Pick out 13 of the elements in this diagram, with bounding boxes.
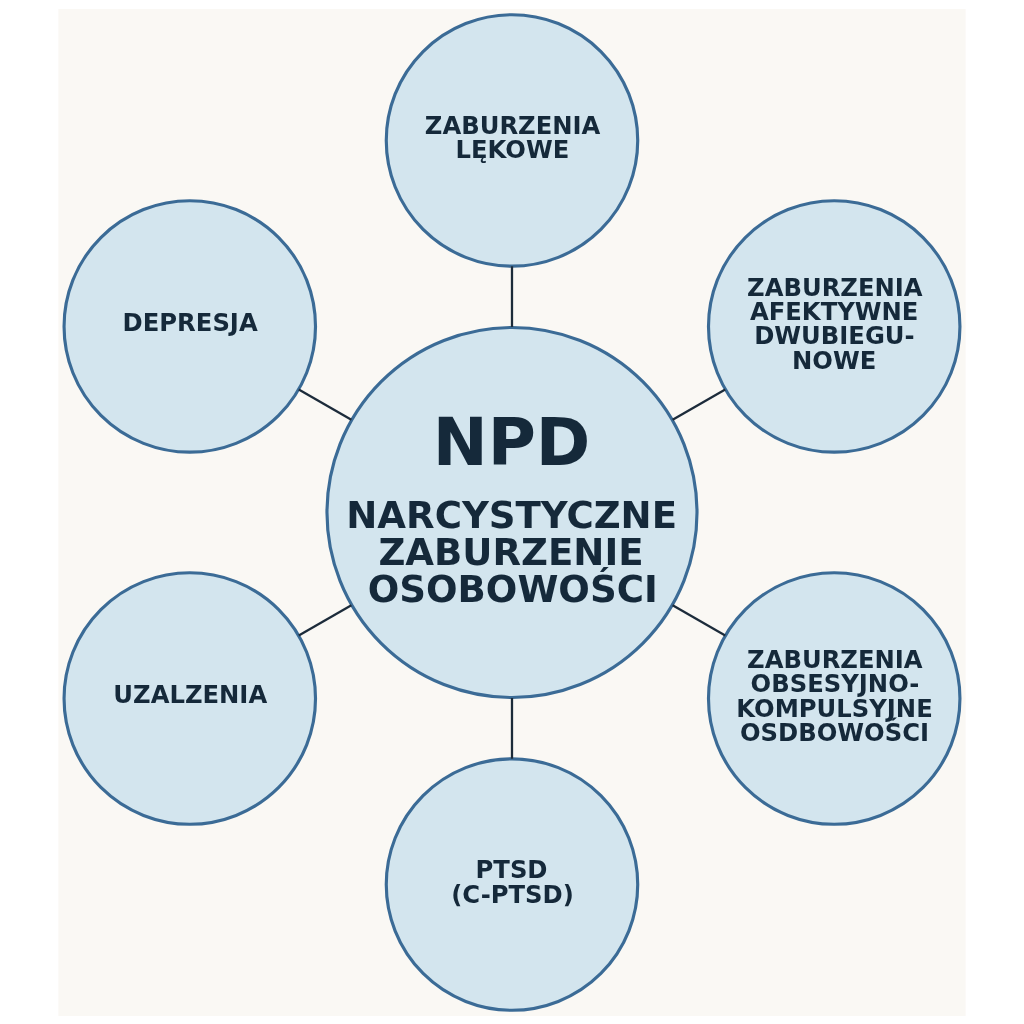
node-circle: UZALZENIA <box>62 570 318 826</box>
connector <box>298 387 352 421</box>
connector <box>510 265 514 327</box>
node-circle: ZABURZENIA AFEKTYWNE DWUBIEGU- NOWE <box>706 198 962 454</box>
connector <box>672 603 726 637</box>
node-circle: NPD NARCYSTYCZNE ZABURZENIE OSOBOWOŚCI <box>325 325 699 699</box>
node-circle: DEPRESJA <box>62 198 318 454</box>
node-circle: ZABURZENIA LĘKOWE <box>384 12 640 268</box>
node-circle: ZABURZENIA OBSESYJNO- KOMPULSYJNE OSDBOWOŚCI <box>706 570 962 826</box>
connector <box>672 387 726 421</box>
connector <box>510 697 514 759</box>
node-circle: PTSD (C-PTSD) <box>384 756 640 1012</box>
connector <box>298 603 352 637</box>
